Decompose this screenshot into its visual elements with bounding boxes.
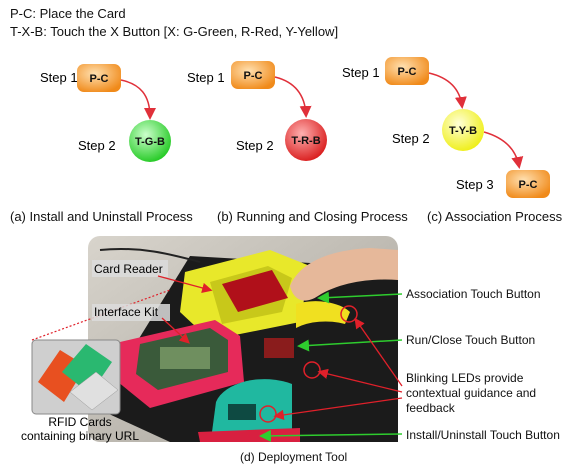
red-touch-button [264, 338, 294, 358]
interface-kit-arrow [161, 317, 190, 344]
blinking-leds-line3: feedback [406, 401, 455, 415]
install-green-line [259, 429, 403, 442]
caption-c: (c) Association Process [427, 209, 563, 224]
cable [99, 247, 201, 263]
panel-c-node-pc1-label: P-C [398, 66, 417, 78]
led-arrow-2 [317, 368, 403, 393]
panel-b-node-pc [231, 61, 275, 89]
panel-b-node-pc-label: P-C [244, 70, 263, 82]
interface-kit-label: Interface Kit [94, 305, 159, 319]
caption-b: (b) Running and Closing Process [217, 209, 408, 224]
led-arrow-3 [273, 397, 403, 421]
hand [290, 248, 398, 301]
deployment-tool-photo: Card Reader Interface Kit RFID Cards con… [21, 236, 403, 443]
panel-c-node-pc1 [385, 57, 429, 85]
panel-a-node-pc-label: P-C [90, 73, 109, 85]
caption-a: (a) Install and Uninstall Process [10, 209, 193, 224]
legend-line-2: T-X-B: Touch the X Button [X: G-Green, R… [10, 24, 339, 39]
card-reader-label: Card Reader [94, 262, 163, 276]
rfid-label-line2: containing binary URL [21, 429, 139, 443]
led-arrow-1 [354, 317, 403, 387]
run-close-green-line [297, 339, 403, 352]
panel-c-node-tyb [442, 109, 484, 151]
yellow-touch-button [296, 301, 350, 328]
panel-c-diagram: Step 1 P-C Step 2 T-Y-B Step 3 P-C [342, 57, 550, 198]
card-reader-arrow [157, 275, 213, 293]
process-diagrams: Step 1 P-C Step 2 T-G-B Step 1 P-C Step … [40, 57, 550, 198]
panel-b-step1-label: Step 1 [187, 70, 225, 85]
legend-line-1: P-C: Place the Card [10, 6, 126, 21]
panel-b-diagram: Step 1 P-C Step 2 T-R-B [187, 61, 327, 161]
panel-c-step3-label: Step 3 [456, 177, 494, 192]
led-circle-yellow [340, 305, 358, 323]
caption-d: (d) Deployment Tool [240, 450, 348, 464]
association-green-line [317, 291, 403, 304]
association-button-label: Association Touch Button [406, 287, 541, 301]
panel-a-arrow [120, 79, 156, 120]
card-reader-card [222, 270, 288, 312]
panel-c-node-tyb-label: T-Y-B [449, 125, 477, 137]
install-button-label: Install/Uninstall Touch Button [406, 428, 560, 442]
panel-b-node-trb-label: T-R-B [291, 135, 320, 147]
panel-a-node-pc [77, 64, 121, 92]
blinking-leds-line2: contextual guidance and [406, 386, 537, 400]
panel-a-step1-label: Step 1 [40, 70, 78, 85]
rfid-card-white [69, 371, 119, 411]
panel-c-arrow-2 [483, 131, 524, 169]
panel-a-step2-label: Step 2 [78, 138, 116, 153]
panel-b-arrow [274, 76, 312, 118]
cyan-button-chip [228, 404, 256, 420]
red-base-stripe [198, 428, 300, 442]
panel-b-step2-label: Step 2 [236, 138, 274, 153]
interface-kit-label-bg [92, 304, 170, 321]
panel-c-step1-label: Step 1 [342, 65, 380, 80]
panel-c-node-pc2 [506, 170, 550, 198]
panel-a-diagram: Step 1 P-C Step 2 T-G-B [40, 64, 171, 162]
interface-kit-chip [160, 347, 210, 369]
rfid-card-green [62, 344, 112, 394]
panel-a-node-tgb-label: T-G-B [135, 136, 165, 148]
panel-c-arrow-1 [428, 72, 467, 109]
panel-b-node-trb [285, 119, 327, 161]
rfid-label-line1: RFID Cards [48, 415, 111, 429]
run-close-button-label: Run/Close Touch Button [406, 333, 536, 347]
panel-c-step2-label: Step 2 [392, 131, 430, 146]
blinking-leds-line1: Blinking LEDs provide [406, 371, 524, 385]
card-reader-label-bg [92, 260, 168, 277]
panel-a-node-tgb [129, 120, 171, 162]
panel-c-node-pc2-label: P-C [519, 179, 538, 191]
